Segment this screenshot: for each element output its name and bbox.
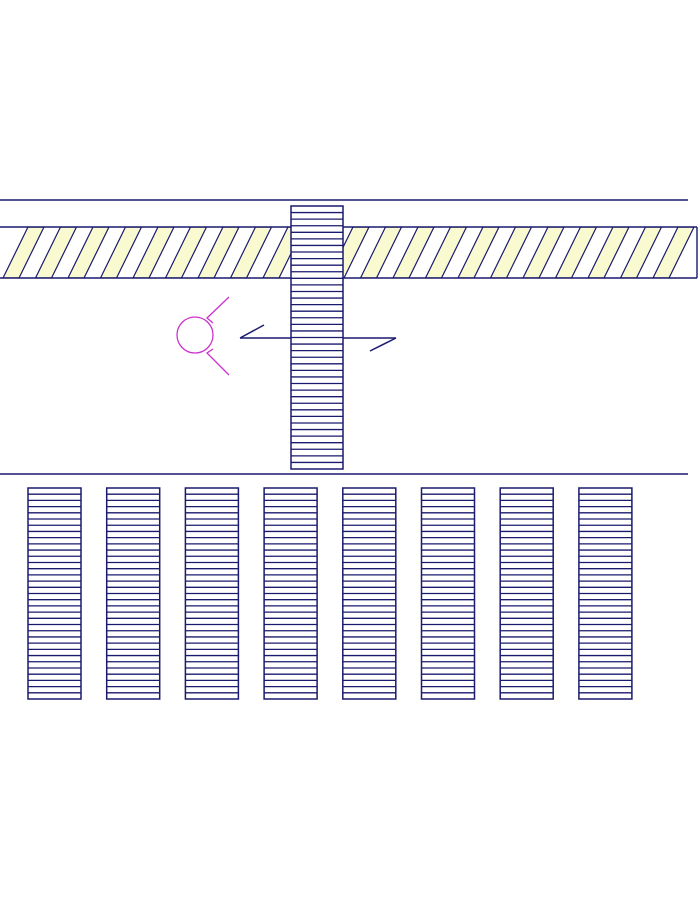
light-fixture-icon xyxy=(176,296,230,376)
stair-rack xyxy=(263,487,318,700)
stair-rack xyxy=(499,487,554,700)
stair-rack xyxy=(342,487,397,700)
hatch-stripe xyxy=(652,227,695,278)
hatch-stripe xyxy=(392,227,435,278)
hatch-stripe xyxy=(2,227,45,278)
fixture-circle xyxy=(176,316,214,354)
stair-racks xyxy=(27,487,633,700)
stair-rack xyxy=(184,487,240,700)
fixture-upper-beam xyxy=(206,296,230,324)
center-stair-body xyxy=(290,205,344,470)
hatch-stripe xyxy=(197,227,240,278)
hatch-stripe xyxy=(34,227,78,278)
stair-rack xyxy=(578,487,633,700)
hatch-stripe xyxy=(457,227,500,278)
section-cut-left-tick xyxy=(239,324,265,339)
hatch-stripe xyxy=(67,227,110,278)
hatch-stripe xyxy=(619,227,663,278)
hatch-stripe xyxy=(489,227,533,278)
hatch-stripe xyxy=(229,227,273,278)
hatch-stripe xyxy=(554,227,598,278)
stair-rack xyxy=(27,487,82,700)
hatch-stripe xyxy=(99,227,143,278)
hatch-stripe xyxy=(132,227,175,278)
section-cut-right-tick xyxy=(369,337,397,352)
hatch-stripe xyxy=(359,227,403,278)
stair-rack xyxy=(105,487,161,700)
hatch-stripe xyxy=(424,227,468,278)
hatch-stripe xyxy=(522,227,565,278)
stair-rack xyxy=(420,487,476,700)
center-stair xyxy=(290,205,344,470)
hatch-stripe xyxy=(587,227,630,278)
fixture-lower-beam xyxy=(205,348,230,376)
hatch-stripe xyxy=(164,227,208,278)
